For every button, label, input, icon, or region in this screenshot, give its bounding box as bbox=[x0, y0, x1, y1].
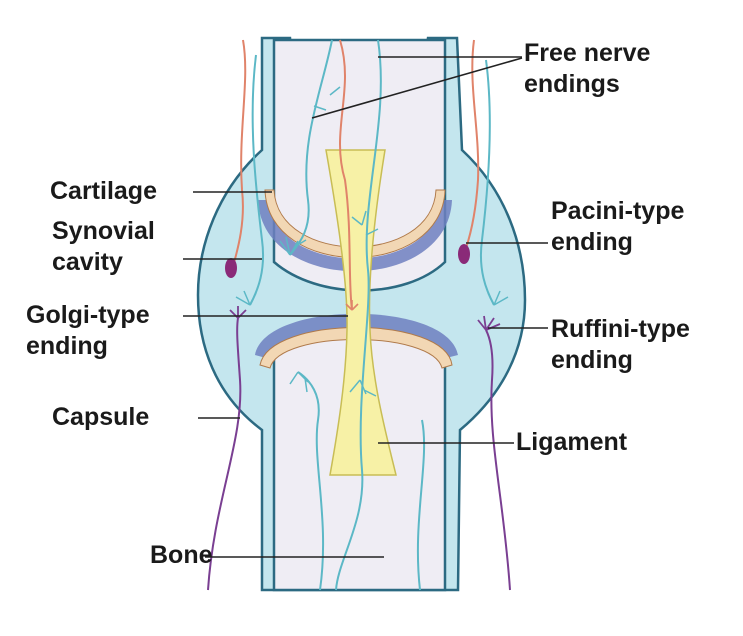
free-nerve-ending-branches bbox=[235, 86, 509, 397]
nerve-fiber-purple-right bbox=[485, 329, 511, 591]
nerve-fiber-teal-6 bbox=[416, 419, 426, 591]
label-pacini-type-ending-line1: Pacini-type bbox=[551, 197, 685, 225]
ligament bbox=[325, 149, 397, 476]
label-capsule: Capsule bbox=[52, 403, 150, 431]
label-pacini-type-ending-line2: ending bbox=[551, 228, 633, 256]
leader-lines bbox=[183, 56, 548, 558]
label-golgi-type-ending-line2: ending bbox=[26, 332, 108, 360]
pacini-type-ending-left bbox=[225, 258, 237, 278]
label-ruffini-type-ending-line1: Ruffini-type bbox=[551, 315, 690, 343]
label-synovial-cavity: Synovial cavity bbox=[52, 216, 155, 278]
label-free-nerve-endings-line1: Free nerve bbox=[524, 39, 651, 67]
cartilage-upper bbox=[264, 189, 446, 258]
label-free-nerve-endings: Free nerve endings bbox=[524, 38, 650, 100]
label-ruffini-type-ending-line2: ending bbox=[551, 346, 633, 374]
label-cartilage: Cartilage bbox=[50, 177, 157, 205]
label-ligament: Ligament bbox=[516, 428, 628, 456]
label-golgi-type-ending: Golgi-type ending bbox=[26, 300, 150, 362]
label-synovial-cavity-line2: cavity bbox=[52, 248, 123, 276]
nerve-fiber-purple-left bbox=[207, 317, 242, 591]
golgi-type-ending-ligament bbox=[345, 300, 359, 311]
label-free-nerve-endings-line2: endings bbox=[524, 70, 620, 98]
nerve-fiber-teal-4 bbox=[479, 59, 495, 306]
cartilage-lower bbox=[259, 327, 453, 369]
nerve-fiber-orange bbox=[339, 39, 353, 311]
ruffini-type-ending-spray bbox=[477, 315, 501, 331]
nerve-fiber-teal-5 bbox=[297, 371, 325, 591]
synovial-cavity-upper bbox=[258, 200, 452, 272]
label-golgi-type-ending-line1: Golgi-type bbox=[26, 301, 150, 329]
nerve-fiber-orange-left bbox=[231, 39, 247, 271]
nerve-fiber-orange-right bbox=[465, 39, 480, 249]
label-pacini-type-ending: Pacini-type ending bbox=[551, 196, 684, 258]
label-ruffini-type-ending: Ruffini-type ending bbox=[551, 314, 690, 376]
pacini-type-ending-right bbox=[458, 244, 470, 264]
nerve-fiber-teal-3 bbox=[249, 54, 265, 306]
nerve-fiber-teal-1 bbox=[289, 39, 333, 256]
synovial-cavity-lower bbox=[255, 313, 458, 358]
label-synovial-cavity-line1: Synovial bbox=[52, 217, 155, 245]
nerve-fiber-teal-2 bbox=[335, 39, 382, 591]
label-bone: Bone bbox=[150, 541, 213, 569]
